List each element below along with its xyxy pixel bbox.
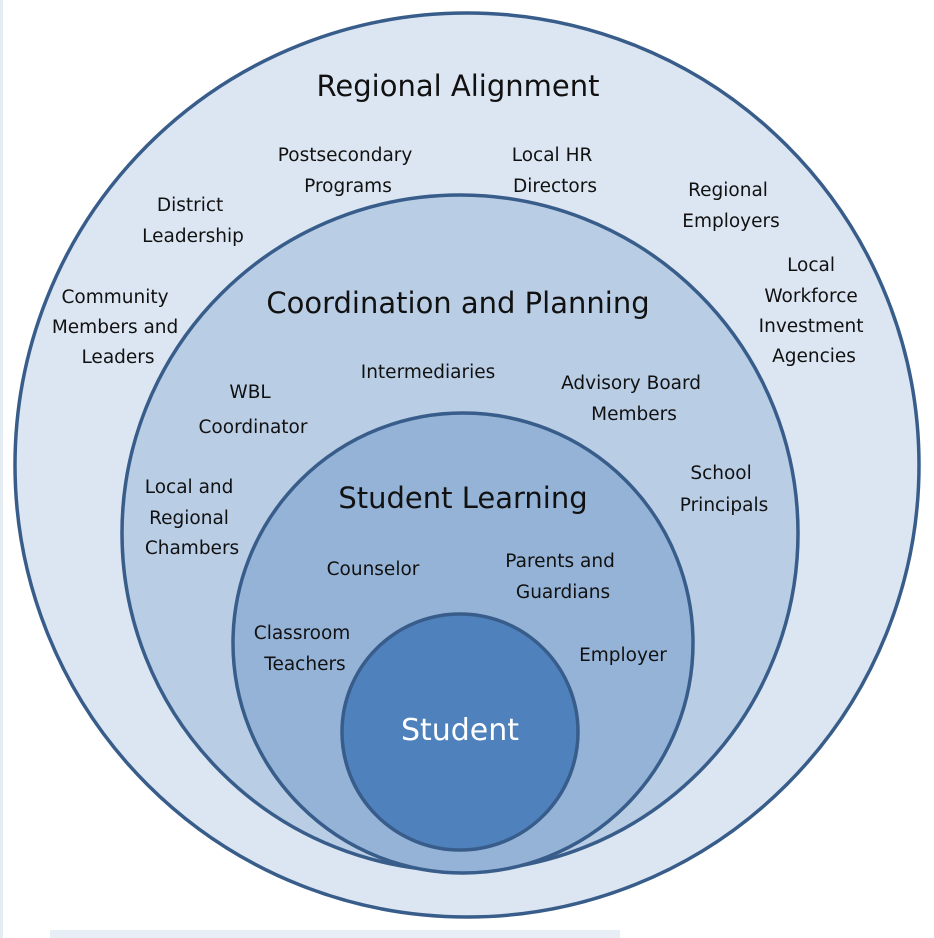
item-school-principals: School Principals: [680, 463, 768, 516]
item-intermediaries: Intermediaries: [361, 362, 496, 383]
item-local-hr-directors: Local HR Directors: [512, 145, 599, 197]
item-parents-guardians: Parents and Guardians: [505, 551, 620, 603]
item-district-leadership: District Leadership: [142, 195, 244, 247]
item-postsecondary-programs: Postsecondary Programs: [278, 145, 418, 197]
item-counselor: Counselor: [327, 559, 420, 580]
coordination-planning-title: Coordination and Planning: [266, 286, 649, 320]
student-learning-title: Student Learning: [338, 481, 587, 515]
item-regional-employers: Regional Employers: [682, 180, 780, 232]
item-local-workforce-investment-agencies: Local Workforce Investment Agencies: [759, 255, 870, 367]
item-classroom-teachers: Classroom Teachers: [254, 623, 356, 675]
left-edge-strip: [0, 0, 3, 938]
regional-alignment-title: Regional Alignment: [317, 69, 600, 103]
item-advisory-board-members: Advisory Board Members: [561, 373, 707, 425]
bottom-edge-strip: [50, 930, 620, 938]
item-community-members-leaders: Community Members and Leaders: [52, 287, 184, 368]
student-core-circle: [340, 612, 580, 852]
item-local-regional-chambers: Local and Regional Chambers: [145, 477, 240, 559]
item-wbl-coordinator: WBL Coordinator: [199, 382, 308, 438]
student-core-label: Student: [401, 713, 519, 748]
item-employer: Employer: [579, 645, 667, 666]
